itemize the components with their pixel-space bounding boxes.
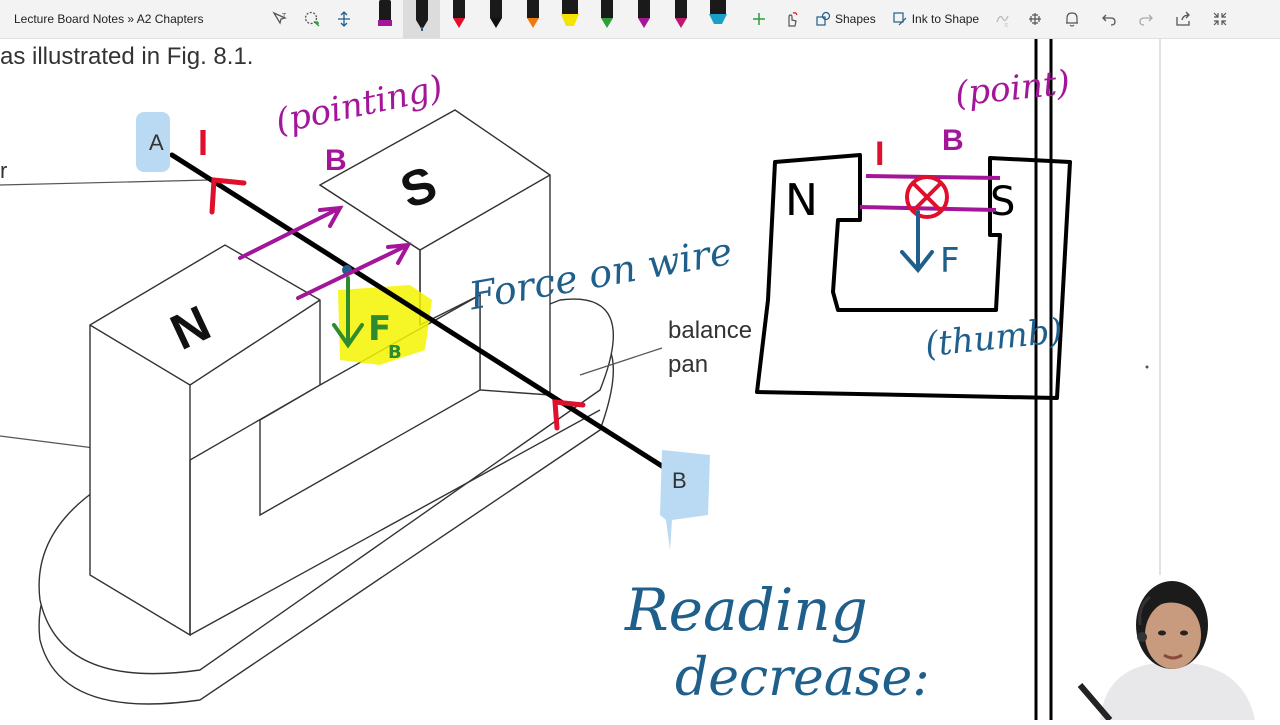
- lasso-select-icon[interactable]: T: [267, 6, 293, 32]
- leader-line-top: [0, 179, 211, 186]
- sketch-label-s: S: [990, 179, 1015, 225]
- ink-to-shape-label: Ink to Shape: [911, 12, 980, 26]
- figure-caption: as illustrated in Fig. 8.1.: [0, 43, 253, 70]
- shapes-button[interactable]: Shapes: [815, 11, 876, 27]
- pen-tool[interactable]: [662, 0, 699, 38]
- fullscreen-icon[interactable]: [1207, 6, 1233, 32]
- wire-ab: [169, 152, 668, 471]
- touch-draw-icon[interactable]: [778, 6, 804, 32]
- label-b-box: [660, 450, 710, 550]
- pen-tool[interactable]: [588, 0, 625, 38]
- pen-tool[interactable]: [625, 0, 662, 38]
- ink-i-left: I: [198, 122, 208, 163]
- shapes-icon: [816, 11, 831, 26]
- pen-tool[interactable]: [477, 0, 514, 38]
- ink-to-math-icon[interactable]: π: [990, 6, 1016, 32]
- ink-fb: F: [368, 309, 391, 349]
- sketch-force-arrow: [900, 210, 934, 274]
- sketch-label-b: B: [942, 124, 964, 157]
- current-arrows-ink: [209, 177, 586, 431]
- lasso-icon[interactable]: [299, 6, 325, 32]
- ink-reading: Reading: [624, 576, 868, 644]
- stray-dot: [1145, 365, 1149, 369]
- undo-icon[interactable]: [1096, 6, 1122, 32]
- drawing-surface[interactable]: as illustrated in Fig. 8.1. r S N A B ba…: [0, 39, 1280, 720]
- sketch-label-thumb: (thumb): [923, 311, 1064, 365]
- pen-palette: [366, 0, 736, 38]
- sketch-label-point: (point): [953, 63, 1072, 115]
- label-a: A: [149, 130, 164, 155]
- field-arrows-ink: [238, 205, 412, 300]
- share-icon[interactable]: [1170, 6, 1196, 32]
- headset-icon: [1138, 595, 1151, 626]
- sketch-label-n: N: [785, 175, 818, 226]
- stylus-icon: [1077, 683, 1113, 720]
- ink-b-left: B: [325, 144, 347, 177]
- ruler-icon[interactable]: [1022, 6, 1048, 32]
- toolbar: Lecture Board Notes » A2 Chapters T: [0, 0, 1280, 39]
- ink-decrease: decrease:: [675, 648, 930, 708]
- add-space-icon[interactable]: [331, 6, 357, 32]
- webcam-overlay: [1060, 575, 1280, 720]
- redo-icon[interactable]: [1133, 6, 1159, 32]
- pen-tool[interactable]: [403, 0, 440, 38]
- pen-tool[interactable]: [514, 0, 551, 38]
- presenter-face: [1145, 601, 1201, 669]
- force-arrow-ink: [332, 276, 364, 349]
- cut-label-r: r: [0, 158, 7, 183]
- label-a-box: [136, 112, 170, 172]
- add-pen-icon[interactable]: [746, 6, 772, 32]
- sketch-label-i: I: [875, 135, 884, 173]
- pen-tool[interactable]: [440, 0, 477, 38]
- sketch-magnet-outline: [755, 153, 1072, 400]
- sketch-label-f: F: [940, 241, 960, 281]
- breadcrumb[interactable]: Lecture Board Notes » A2 Chapters: [14, 12, 204, 26]
- presenter-video: [1060, 575, 1280, 720]
- highlighter-tool[interactable]: [551, 0, 588, 38]
- presenter-shirt: [1100, 663, 1255, 720]
- ink-fb-sub: B: [388, 342, 402, 363]
- pen-tool[interactable]: [366, 0, 403, 38]
- pen-tool[interactable]: [699, 0, 736, 38]
- label-balance: balance: [668, 317, 752, 344]
- bell-icon[interactable]: [1059, 6, 1085, 32]
- svg-text:T: T: [282, 13, 287, 20]
- notebook-canvas[interactable]: as illustrated in Fig. 8.1. r S N A B ba…: [0, 39, 1280, 720]
- leader-line-pan: [579, 347, 663, 376]
- magnet-n-pole: [89, 244, 601, 637]
- label-b: B: [672, 468, 687, 493]
- ink-to-shape-icon: [893, 12, 907, 26]
- shapes-label: Shapes: [835, 12, 876, 26]
- ink-to-shape-button[interactable]: Ink to Shape: [892, 11, 979, 27]
- svg-text:π: π: [1004, 23, 1008, 28]
- label-pan: pan: [668, 351, 708, 378]
- current-into-page-symbol: [905, 175, 949, 219]
